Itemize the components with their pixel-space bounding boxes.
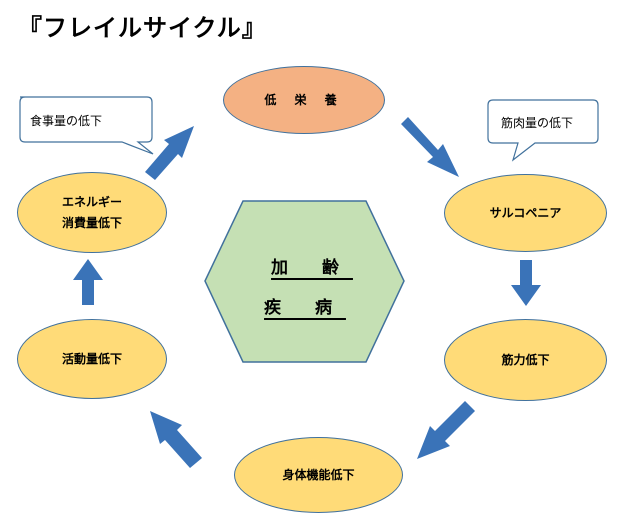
callout-muscle-mass: 筋肉量の低下 <box>501 116 574 130</box>
node-sarcopenia: サルコペニア <box>444 174 607 252</box>
arrow-undernutrition-to-sarcopenia <box>401 117 459 177</box>
node-physical-function: 身体機能低下 <box>234 437 403 513</box>
diagram-title: 『フレイルサイクル』 <box>18 14 267 42</box>
node-activity: 活動量低下 <box>17 319 167 399</box>
arrow-activity-to-energy <box>73 259 103 305</box>
node-undernutrition: 低 栄 養 <box>223 66 385 134</box>
arrow-physical-to-activity <box>150 411 202 468</box>
arrow-energy-to-undernutrition <box>145 126 194 180</box>
center-hexagon <box>204 200 405 363</box>
center-label: 加 齢 疾 病 <box>264 258 353 318</box>
node-energy: エネルギー 消費量低下 <box>17 172 167 253</box>
callout-muscle-mass-shape <box>487 99 599 162</box>
arrow-sarcopenia-to-strength <box>511 260 541 306</box>
node-muscle-strength: 筋力低下 <box>444 319 607 401</box>
callout-food-intake: 食事量の低下 <box>30 114 103 128</box>
callout-food-intake-shape <box>19 96 154 155</box>
arrow-strength-to-physical <box>417 401 475 459</box>
